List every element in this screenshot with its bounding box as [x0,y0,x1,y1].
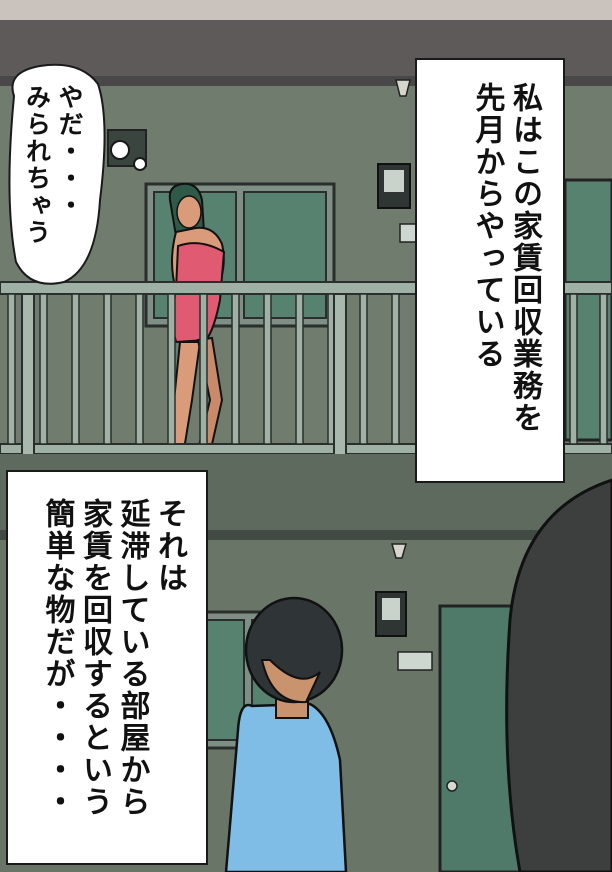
wall-lamp-upper-glass [384,170,404,192]
man-face-side [260,659,321,704]
narration-caption-top-text: 私はこの家賃回収業務を 先月からやっている [468,82,543,434]
narration-caption-bottom-text: それは 延滞している部屋から 家賃を回収するという 簡単な物だが・・・・ [38,498,188,818]
thought-bubble-dot-small [133,157,147,171]
door-knob [446,780,458,792]
upper-door-pane-right [243,191,327,319]
caption-bottom-line-3: 家賃を回収するという [77,498,112,818]
upper-railing [0,281,612,485]
thought-line-1: やだ・・・ [55,84,84,219]
caption-bottom-line-4: 簡単な物だが・・・・ [39,498,75,818]
caption-bottom-line-1: それは [152,498,187,594]
thought-bubble-text: やだ・・・ みられちゃう [20,84,85,246]
narration-caption-top: 私はこの家賃回収業務を 先月からやっている [415,58,565,483]
railing-post-left [21,293,35,467]
thought-bubble-dot-large [110,140,130,160]
thought-bubble-shape [8,63,106,285]
ceiling-light-lower [391,543,407,559]
caption-bottom-line-2: 延滞している部屋から [114,498,150,818]
man-shirt [224,702,348,872]
floor-slab-edge [0,530,612,540]
man-figure [224,596,348,872]
thought-bubble [8,63,147,285]
foreground-shoulder [505,478,612,872]
narration-caption-bottom: それは 延滞している部屋から 家賃を回収するという 簡単な物だが・・・・ [6,470,208,865]
caption-top-line-1: 私はこの家賃回収業務を [507,82,542,434]
nameplate-upper [399,223,417,243]
roof-edge [0,76,612,86]
ceiling-light-upper [395,79,411,97]
wall-lamp-lower-glass [382,598,400,620]
lower-door-pane-left [203,619,245,741]
thought-line-2: みられちゃう [22,84,52,246]
caption-top-line-2: 先月からやっている [469,82,505,370]
sky-strip [0,0,612,20]
nameplate-lower [397,651,433,671]
woman-face [176,195,202,229]
